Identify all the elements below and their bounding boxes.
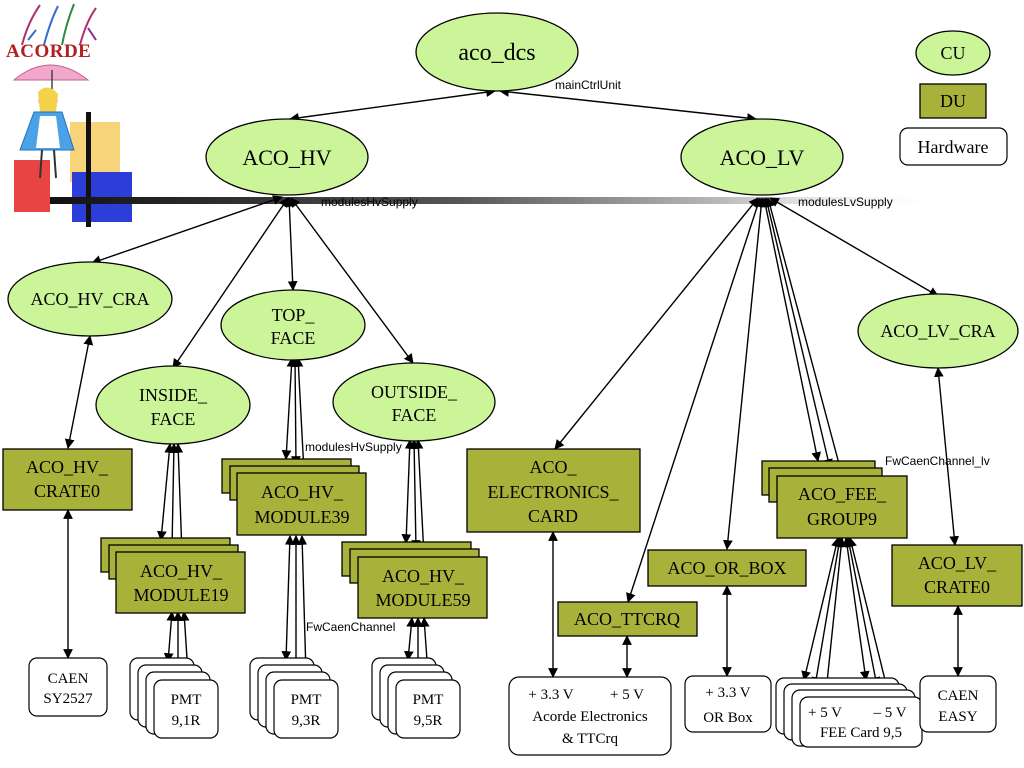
hw-fee-card-minus5: – 5 V [872,705,906,721]
legend-du-shape [919,83,987,119]
hw-or-box-name: OR Box [703,710,753,726]
node-aco-hv-module19-label-2: MODULE19 [134,585,229,605]
node-top-face-label-1: TOP_ [272,305,316,325]
hw-pmt-95r-label-1: PMT [413,692,444,708]
node-aco-or-box[interactable]: ACO_OR_BOX [647,549,807,587]
node-aco-hv-crate0-label-2: CRATE0 [34,481,100,501]
hw-fee-card-name: FEE Card 9,5 [820,725,902,741]
hw-or-box-v33: + 3.3 V [705,685,750,701]
node-aco-hv-module19[interactable]: ACO_HV_ MODULE19 [100,537,246,614]
hw-pmt-93r-label-2: 9,3R [292,713,321,729]
node-outside-face-label-1: OUTSIDE_ [371,382,458,402]
hw-pmt-95r-label-2: 9,5R [414,713,443,729]
node-aco-lv-cra[interactable]: ACO_LV_CRA [857,293,1019,369]
gradient-separator-bar [50,197,950,204]
hw-fee-card[interactable]: + 5 V – 5 V FEE Card 9,5 [775,677,923,748]
node-outside-face[interactable]: OUTSIDE_ FACE [332,362,496,442]
node-aco-hv-module39-label-2: MODULE39 [255,507,350,527]
node-aco-hv-crate0-label-1: ACO_HV_ [26,457,109,477]
hw-caen-sy2527-label-2: SY2527 [43,691,93,707]
node-aco-hv-module59[interactable]: ACO_HV_ MODULE59 [341,541,488,619]
legend: CU DU Hardware [899,30,1008,166]
hw-fee-card-plus5: + 5 V [808,705,842,721]
node-aco-ttcrq[interactable]: ACO_TTCRQ [557,601,698,637]
node-aco-lv-cra-label: ACO_LV_CRA [880,321,995,341]
node-aco-fee-group9[interactable]: ACO_FEE_ GROUP9 [761,460,908,539]
hw-acorde-electronics[interactable]: + 3.3 V + 5 V Acorde Electronics & TTCrq [508,676,672,756]
hw-caen-easy-label-2: EASY [938,709,977,725]
node-aco-fee-group9-label-2: GROUP9 [807,509,877,529]
annotation-fw-caen-channel: FwCaenChannel [306,620,395,634]
node-aco-hv-module59-label-2: MODULE59 [376,590,471,610]
hw-pmt-91r[interactable]: PMT 9,1R [129,657,219,739]
node-aco-fee-group9-label-1: ACO_FEE_ [798,484,887,504]
annotation-fw-caen-channel-lv: FwCaenChannel_lv [885,454,990,468]
node-aco-hv[interactable]: ACO_HV [205,118,369,196]
hw-caen-sy2527-label-1: CAEN [48,671,89,687]
hw-pmt-93r[interactable]: PMT 9,3R [249,657,339,739]
node-aco-ttcrq-label: ACO_TTCRQ [574,609,680,629]
node-aco-dcs-label: aco_dcs [458,40,535,66]
hw-acorde-electronics-name: Acorde Electronics [532,709,648,725]
node-aco-lv-label: ACO_LV [720,145,805,170]
node-aco-lv-crate0-label-1: ACO_LV_ [918,553,997,573]
logo-rays [21,3,97,46]
node-top-face-label-2: FACE [271,328,316,348]
connectors [63,87,963,693]
hw-caen-easy-label-1: CAEN [938,688,979,704]
annotation-modules-lv-supply: modulesLvSupply [798,195,893,209]
node-aco-hv-label: ACO_HV [242,145,331,170]
acorde-logo: ACORDE [6,3,950,227]
node-aco-electronics-card-label-1: ACO_ [529,457,577,477]
node-aco-or-box-label: ACO_OR_BOX [667,558,786,578]
legend-hardware-shape [899,127,1008,166]
hw-acorde-electronics-v5: + 5 V [610,687,644,703]
hw-or-box[interactable]: + 3.3 V OR Box [684,675,772,733]
node-aco-lv-crate0[interactable]: ACO_LV_ CRATE0 [891,544,1023,607]
hw-pmt-93r-label-1: PMT [291,692,322,708]
node-aco-lv-crate0-label-2: CRATE0 [924,577,990,597]
node-top-face[interactable]: TOP_ FACE [220,289,366,361]
node-aco-hv-module19-label-1: ACO_HV_ [140,561,223,581]
node-aco-lv[interactable]: ACO_LV [680,118,844,196]
node-aco-hv-cra[interactable]: ACO_HV_CRA [7,261,173,337]
node-aco-electronics-card-label-3: CARD [528,506,578,526]
node-aco-hv-module39[interactable]: ACO_HV_ MODULE39 [221,458,367,536]
hw-caen-easy[interactable]: CAEN EASY [919,675,997,733]
hw-acorde-electronics-ttcrq: & TTCrq [562,731,618,747]
node-inside-face-label-2: FACE [151,409,196,429]
legend-cu-shape [915,30,991,76]
node-inside-face-label-1: INSIDE_ [139,385,208,405]
legend-cu-label: CU [940,43,965,63]
node-aco-electronics-card-label-2: ELECTRONICS_ [487,482,619,502]
annotation-main-ctrl-unit: mainCtrlUnit [555,78,622,92]
hw-pmt-91r-label-2: 9,1R [172,713,201,729]
node-inside-face[interactable]: INSIDE_ FACE [95,365,251,445]
hw-caen-sy2527[interactable]: CAEN SY2527 [28,657,108,717]
hw-pmt-95r[interactable]: PMT 9,5R [371,657,461,739]
node-aco-hv-module39-label-1: ACO_HV_ [261,482,344,502]
node-aco-dcs[interactable]: aco_dcs [415,12,579,92]
legend-du-label: DU [940,91,966,111]
node-aco-hv-module59-label-1: ACO_HV_ [382,566,465,586]
annotation-modules-hv-supply-mid: modulesHvSupply [305,440,402,454]
hw-pmt-91r-label-1: PMT [171,692,202,708]
logo-text: ACORDE [6,41,91,62]
node-aco-electronics-card[interactable]: ACO_ ELECTRONICS_ CARD [466,448,641,533]
node-aco-hv-cra-label: ACO_HV_CRA [30,289,149,309]
logo-red-square [14,160,50,212]
annotation-modules-hv-supply-top: modulesHvSupply [321,195,418,209]
node-outside-face-label-2: FACE [392,405,437,425]
hw-acorde-electronics-v33: + 3.3 V [528,687,573,703]
node-aco-hv-crate0[interactable]: ACO_HV_ CRATE0 [2,448,133,511]
legend-hardware-label: Hardware [918,137,989,157]
umbrella-icon [12,64,90,81]
logo-black-bar [86,112,91,227]
